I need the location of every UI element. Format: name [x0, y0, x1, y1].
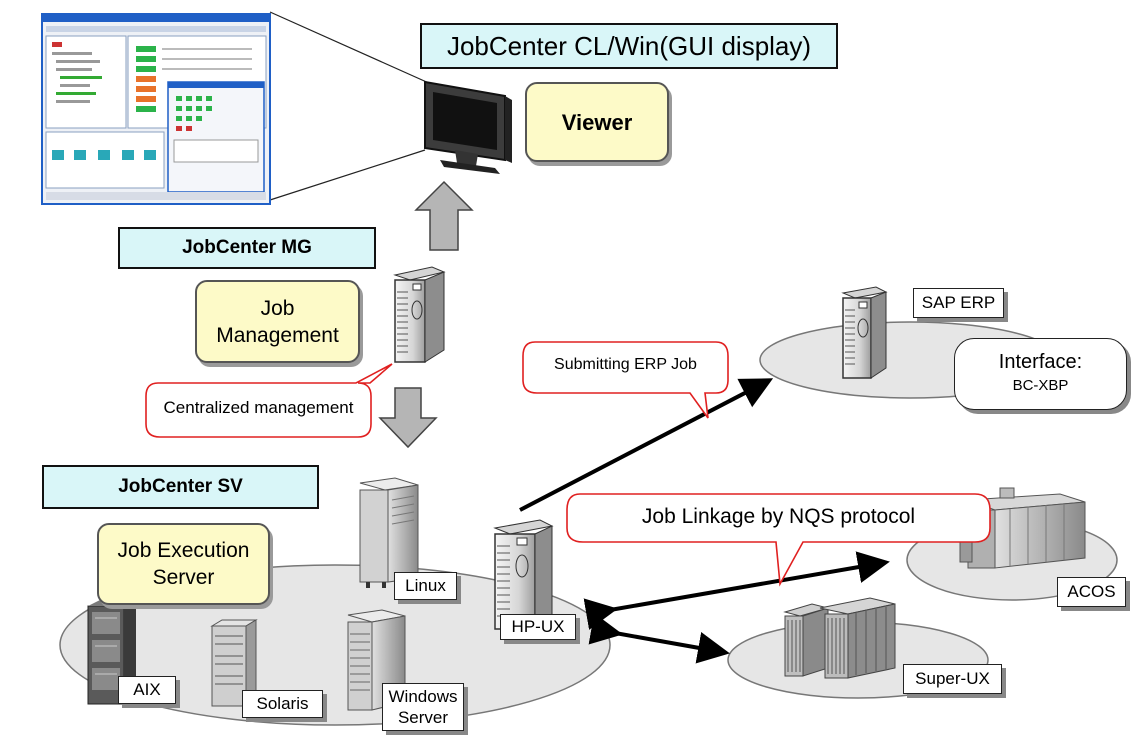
interface-box: Interface: BC-XBP	[954, 338, 1127, 410]
mg-server-icon	[393, 266, 446, 363]
linux-server-icon	[359, 477, 419, 588]
hpux-label: HP-UX	[500, 614, 576, 640]
centralized-management-label: Centralized management	[163, 398, 354, 417]
interface-line1: Interface:	[998, 351, 1083, 373]
aix-label: AIX	[118, 676, 176, 704]
job-management-line2: Management	[216, 323, 339, 347]
superux-linkage-arrow	[588, 613, 730, 664]
jobcenter-sv-title: JobCenter SV	[42, 465, 319, 509]
linkage-callout-shape	[566, 493, 991, 587]
erp-submit-arrow	[519, 378, 774, 512]
job-management-box: Job Management	[195, 280, 360, 363]
windows-label-line2: Server	[397, 708, 449, 727]
perspective-line	[269, 11, 441, 89]
superux-label: Super-UX	[903, 664, 1002, 694]
hpux-server-icon	[493, 519, 554, 630]
solaris-label: Solaris	[242, 690, 323, 718]
viewer-box: Viewer	[525, 82, 669, 162]
linux-label: Linux	[394, 572, 457, 600]
windows-server-label: Windows Server	[382, 683, 464, 731]
down-arrow	[378, 387, 438, 449]
jobcenter-clwin-title: JobCenter CL/Win(GUI display)	[420, 23, 838, 69]
superux-server-icon	[783, 597, 896, 679]
monitor-icon	[424, 80, 512, 174]
sap-server-icon	[841, 286, 888, 379]
windows-label-line1: Windows	[388, 687, 458, 706]
up-arrow	[414, 180, 474, 251]
solaris-server-icon	[210, 619, 258, 707]
job-execution-line1: Job Execution	[117, 539, 250, 562]
sap-erp-label: SAP ERP	[913, 288, 1004, 318]
acos-mainframe-icon	[959, 487, 1086, 569]
acos-linkage-arrow	[583, 551, 890, 630]
perspective-line	[269, 149, 426, 201]
acos-label: ACOS	[1057, 577, 1126, 607]
submitting-erp-job-label: Submitting ERP Job	[554, 356, 697, 373]
interface-line2: BC-XBP	[1012, 377, 1069, 394]
submitting-callout-shape	[522, 341, 729, 419]
job-linkage-label: Job Linkage by NQS protocol	[641, 505, 916, 528]
centralized-callout-shape	[145, 363, 393, 438]
job-execution-server-box: Job Execution Server	[97, 523, 270, 605]
job-management-line1: Job	[260, 296, 295, 320]
job-execution-line2: Server	[152, 566, 215, 589]
jobcenter-mg-title: JobCenter MG	[118, 227, 376, 269]
gui-screenshot-icon	[41, 13, 271, 205]
